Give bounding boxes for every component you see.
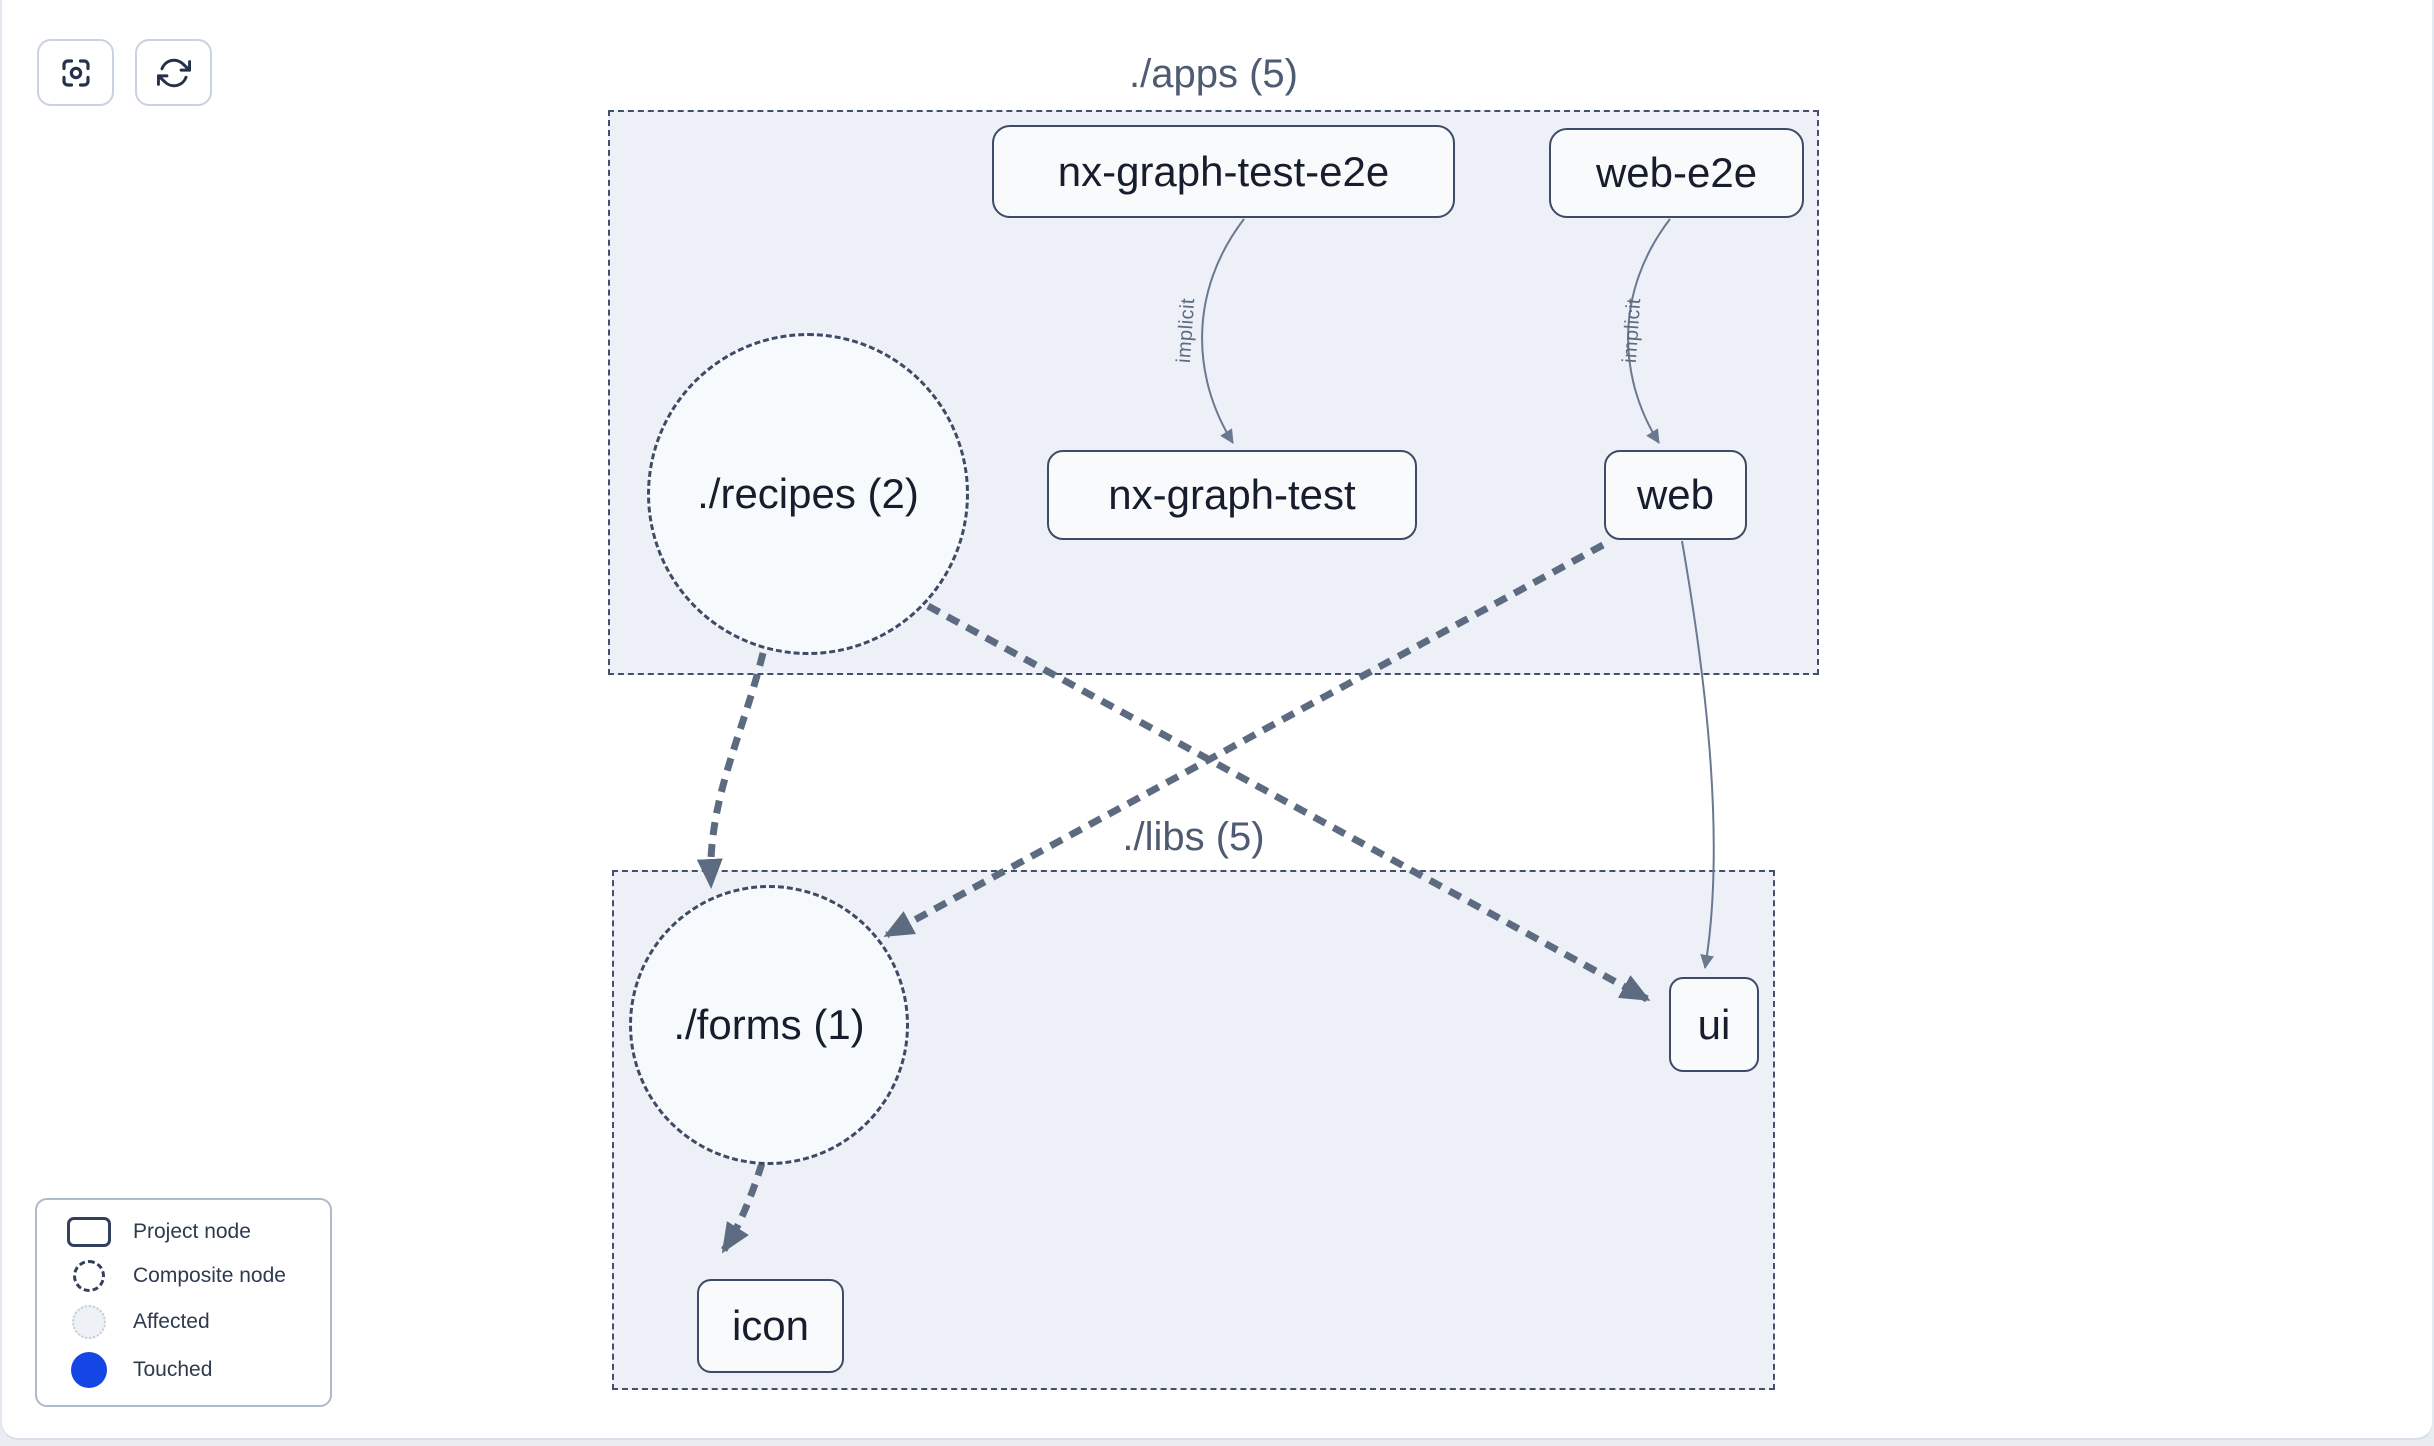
node-label: icon <box>731 1302 810 1349</box>
refresh-button[interactable] <box>135 39 212 106</box>
edge-web-to-ui[interactable] <box>1681 540 1715 969</box>
legend-label: Project node <box>133 1219 251 1243</box>
project-node-nx-graph-test[interactable]: nx-graph-test <box>1047 450 1417 540</box>
legend-item-affected: Affected <box>37 1305 330 1340</box>
edge-label-implicit: implicit <box>1618 297 1646 364</box>
project-node-web[interactable]: web <box>1604 450 1747 540</box>
legend-item-composite-node: Composite node <box>37 1259 330 1292</box>
legend-label: Affected <box>133 1310 210 1334</box>
edge-nx-graph-test-e2e-to-nx-graph-test[interactable] <box>1201 218 1245 444</box>
project-node-swatch-icon <box>67 1216 111 1247</box>
node-label: web-e2e <box>1595 149 1758 196</box>
focus-button[interactable] <box>37 39 114 106</box>
affected-swatch-icon <box>72 1305 106 1340</box>
legend: Project node Composite node Affected Tou… <box>35 1198 332 1407</box>
legend-label: Composite node <box>133 1263 286 1287</box>
focus-icon <box>61 58 90 87</box>
node-label: nx-graph-test <box>1108 471 1356 518</box>
touched-swatch-icon <box>71 1352 107 1389</box>
edge-forms-to-icon[interactable] <box>721 1161 766 1254</box>
composite-node-swatch-icon <box>73 1259 105 1292</box>
composite-node-forms[interactable]: ./forms (1) <box>629 885 909 1165</box>
project-node-ui[interactable]: ui <box>1669 977 1759 1072</box>
node-label: ./forms (1) <box>673 1001 865 1048</box>
node-label: ./recipes (2) <box>697 470 919 517</box>
project-node-nx-graph-test-e2e[interactable]: nx-graph-test-e2e <box>992 125 1455 218</box>
node-label: ui <box>1697 1000 1731 1048</box>
group-libs-title: ./libs (5) <box>1122 815 1265 859</box>
legend-label: Touched <box>133 1358 213 1382</box>
group-apps-title: ./apps (5) <box>1129 52 1298 96</box>
legend-item-touched: Touched <box>37 1352 330 1389</box>
node-label: web <box>1636 471 1715 518</box>
project-node-icon[interactable]: icon <box>697 1279 844 1373</box>
project-node-web-e2e[interactable]: web-e2e <box>1549 128 1804 218</box>
edge-web-e2e-to-web[interactable] <box>1627 218 1671 444</box>
node-label: nx-graph-test-e2e <box>1057 147 1390 195</box>
edge-recipes-to-ui[interactable] <box>926 602 1651 1003</box>
composite-node-recipes[interactable]: ./recipes (2) <box>647 333 969 655</box>
legend-item-project-node: Project node <box>37 1216 330 1247</box>
edge-label-implicit: implicit <box>1172 297 1200 364</box>
edge-web-to-forms[interactable] <box>883 541 1605 939</box>
refresh-icon <box>156 58 191 87</box>
edge-recipes-to-forms[interactable] <box>696 652 767 889</box>
